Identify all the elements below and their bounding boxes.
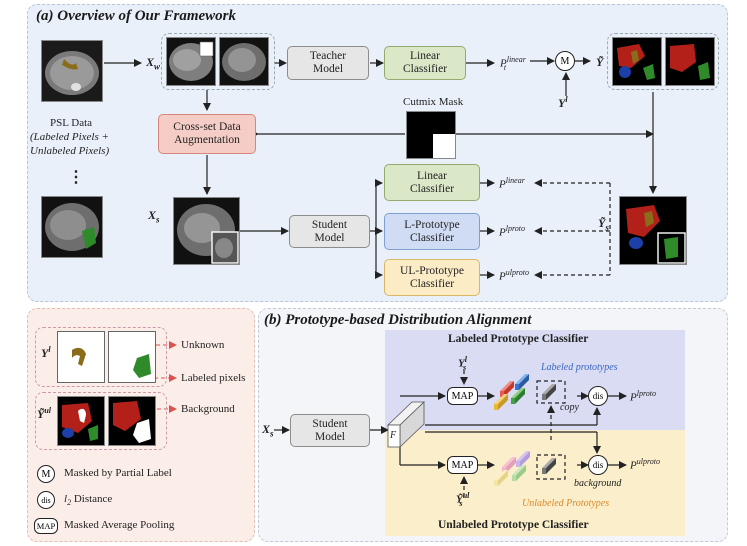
unlabeled-prototypes-label: Unlabeled Prototypes: [522, 498, 610, 509]
p-s-lproto-output: Plproto: [630, 389, 656, 404]
legend-yul-mask-2: [108, 396, 156, 446]
legend-yl-mask-1: [57, 331, 105, 383]
legend-labeled-pixels-label: Labeled pixels: [181, 372, 246, 384]
background-proto-label: background: [574, 478, 622, 489]
xs-strong-image: [173, 197, 240, 265]
distance-unlabeled-node: dis: [588, 455, 608, 475]
labeled-classifier-band: [385, 330, 685, 430]
p-s-ulproto-output: Pulproto: [630, 457, 660, 472]
linear-classifier-student-box: Linear Classifier: [384, 164, 480, 201]
legend-yl-mask-2: [108, 331, 156, 383]
linear-classifier-teacher-box: Linear Classifier: [384, 46, 466, 80]
legend-background-label: Background: [181, 403, 235, 415]
p-t-linear-label: Plineart: [500, 55, 526, 72]
xs-label: Xs: [148, 208, 160, 225]
ys-ul-label: Ỹuls: [456, 491, 470, 508]
masked-partial-label-symbol: M: [555, 51, 575, 71]
legend-map-text: Masked Average Pooling: [64, 519, 175, 531]
psl-data-label-3: Unlabeled Pixels): [30, 145, 110, 157]
y-tilde-label: Ỹ: [596, 55, 604, 69]
ul-prototype-classifier-box: UL-Prototype Classifier: [384, 259, 480, 296]
ct-slice-labeled-image: [41, 40, 103, 102]
p-s-ulproto-label: Pulproto: [499, 268, 529, 283]
panel-overview: [27, 4, 728, 302]
distance-labeled-node: dis: [588, 386, 608, 406]
legend-m-text: Masked by Partial Label: [64, 467, 172, 479]
y-tilde-mask-2: [665, 37, 715, 86]
student-model-box: Student Model: [289, 215, 370, 248]
ct-slice-partial-label-image: [41, 196, 103, 258]
panel-a-title: (a) Overview of Our Framework: [36, 8, 236, 24]
labeled-classifier-header: Labeled Prototype Classifier: [448, 333, 589, 345]
unlabeled-classifier-footer: Unlabeled Prototype Classifier: [438, 519, 589, 531]
xw-image-group: [161, 33, 275, 90]
y-tilde-mask-1: [612, 37, 662, 86]
y-tilde-image-group: [607, 33, 719, 90]
legend-yul-group: [35, 392, 167, 450]
cutmix-mask-image: [406, 111, 456, 159]
p-s-linear-label: Plinear: [499, 176, 525, 191]
panel-b-student-model-box: Student Model: [290, 414, 370, 447]
cutmix-mask-label: Cutmix Mask: [403, 96, 464, 108]
labeled-prototypes-label: Labeled prototypes: [541, 362, 618, 373]
xw-weak-image-1: [166, 37, 216, 86]
l-prototype-classifier-box: L-Prototype Classifier: [384, 213, 480, 250]
y-l-label: Yl: [558, 95, 568, 110]
masked-symbol-icon: M: [37, 465, 55, 483]
cross-set-augmentation-box: Cross-set Data Augmentation: [158, 114, 256, 154]
legend-yl-label: Yl: [41, 345, 51, 360]
map-labeled-box: MAP: [447, 387, 478, 405]
xw-weak-image-2: [219, 37, 269, 86]
legend-yl-group: [35, 327, 167, 387]
copy-label: copy: [560, 402, 579, 413]
feature-f-label: F: [390, 430, 397, 441]
y-tilde-s-mask: [619, 196, 687, 265]
p-s-lproto-label: Plproto: [499, 224, 525, 239]
legend-dis-text: l2 Distance: [64, 493, 113, 508]
ellipsis-label: ⋮: [68, 169, 84, 186]
psl-data-label: PSL Data: [50, 117, 93, 129]
teacher-model-box: Teacher Model: [287, 46, 369, 80]
legend-yul-label: Ỹul: [37, 406, 52, 421]
panel-b-title: (b) Prototype-based Distribution Alignme…: [264, 312, 532, 328]
legend-yul-mask-1: [57, 396, 105, 446]
map-symbol-icon: MAP: [34, 518, 58, 534]
xw-label: Xw: [146, 55, 161, 72]
map-unlabeled-box: MAP: [447, 456, 478, 474]
distance-symbol-icon: dis: [37, 491, 55, 509]
legend-unknown-label: Unknown: [181, 339, 225, 351]
psl-data-label-2: (Labeled Pixels +: [30, 131, 109, 143]
panel-b-xs-label: Xs: [262, 422, 274, 439]
y-tilde-s-label: Ỹs: [598, 216, 609, 233]
ys-l-label: Yls: [458, 355, 467, 372]
unlabeled-classifier-band: [385, 430, 685, 536]
